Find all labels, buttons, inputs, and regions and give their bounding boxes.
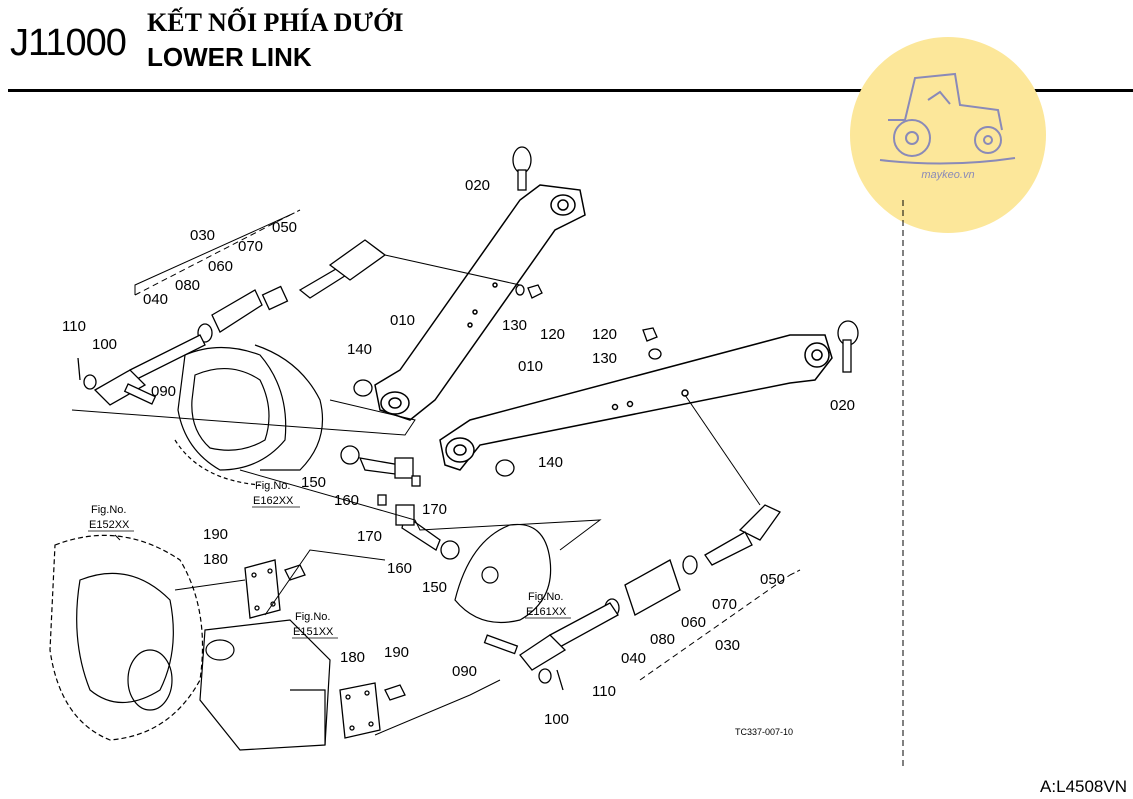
label-150-upper: 150 — [301, 474, 326, 491]
label-010-left: 010 — [390, 312, 415, 329]
label-120-right: 120 — [592, 326, 617, 343]
label-070-lower: 070 — [712, 596, 737, 613]
label-050-lower: 050 — [760, 571, 785, 588]
title-english: LOWER LINK — [147, 42, 312, 72]
label-140-right: 140 — [538, 454, 563, 471]
svg-text:E151XX: E151XX — [293, 626, 334, 638]
label-170-upper: 170 — [422, 501, 447, 518]
housing-e161 — [454, 523, 552, 624]
label-170-lower: 170 — [357, 528, 382, 545]
header-rule — [8, 89, 1133, 92]
label-060-upper: 060 — [208, 258, 233, 275]
watermark-text: maykeo.vn — [921, 169, 974, 181]
fig-ref-e152: Fig.No. E152XX — [88, 504, 134, 532]
svg-text:E161XX: E161XX — [526, 606, 567, 618]
housing-e162 — [174, 344, 324, 486]
label-180-upper: 180 — [203, 551, 228, 568]
drawing-code: TC337-007-10 — [735, 727, 793, 737]
nuts-washers — [515, 284, 662, 360]
bushings-pins — [340, 379, 515, 560]
label-110-lower: 110 — [592, 683, 616, 700]
label-070-upper: 070 — [238, 238, 263, 255]
label-190-lower: 190 — [384, 644, 409, 661]
label-150-lower: 150 — [422, 579, 447, 596]
label-030-upper: 030 — [190, 227, 215, 244]
label-190-upper: 190 — [203, 526, 228, 543]
fig-ref-e162: Fig.No. E162XX — [252, 480, 300, 508]
fig-ref-e151: Fig.No. E151XX — [292, 611, 338, 639]
leader-lines — [71, 209, 801, 736]
label-010-right: 010 — [518, 358, 543, 375]
watermark-logo: maykeo.vn — [850, 37, 1046, 233]
label-020-right: 020 — [830, 397, 855, 414]
pin-020-top — [512, 146, 532, 191]
label-100-lower: 100 — [544, 711, 569, 728]
label-130-left: 130 — [502, 317, 527, 334]
label-050-upper: 050 — [272, 219, 297, 236]
label-130-right: 130 — [592, 350, 617, 367]
label-040-upper: 040 — [143, 291, 168, 308]
section-code: J11000 — [10, 22, 127, 64]
label-120-left: 120 — [540, 326, 565, 343]
title-vietnamese: KẾT NỐI PHÍA DƯỚI — [147, 8, 404, 37]
svg-text:E152XX: E152XX — [89, 519, 130, 531]
label-160-lower: 160 — [387, 560, 412, 577]
housing-e152-e151 — [49, 534, 331, 751]
label-140-left: 140 — [347, 341, 372, 358]
footer-code: A:L4508VN — [1040, 777, 1127, 796]
upper-lower-link-arm — [374, 184, 586, 421]
svg-text:Fig.No.: Fig.No. — [255, 480, 290, 492]
label-060-lower: 060 — [681, 614, 706, 631]
turnbuckle-lower — [483, 504, 781, 691]
label-110-upper: 110 — [62, 318, 86, 335]
label-020-top: 020 — [465, 177, 490, 194]
svg-text:E162XX: E162XX — [253, 495, 294, 507]
lower-link-arm-right — [439, 334, 833, 471]
label-180-lower: 180 — [340, 649, 365, 666]
label-090-lower: 090 — [452, 663, 477, 680]
label-080-lower: 080 — [650, 631, 675, 648]
label-090-upper: 090 — [151, 383, 176, 400]
label-100-upper: 100 — [92, 336, 117, 353]
fig-ref-e161: Fig.No. E161XX — [525, 591, 571, 619]
turnbuckle-upper — [77, 239, 387, 406]
label-160-upper: 160 — [334, 492, 359, 509]
pin-020-right — [837, 320, 859, 373]
label-040-lower: 040 — [621, 650, 646, 667]
svg-text:Fig.No.: Fig.No. — [528, 591, 563, 603]
label-080-upper: 080 — [175, 277, 200, 294]
label-030-lower: 030 — [715, 637, 740, 654]
svg-text:Fig.No.: Fig.No. — [91, 504, 126, 516]
svg-text:Fig.No.: Fig.No. — [295, 611, 330, 623]
